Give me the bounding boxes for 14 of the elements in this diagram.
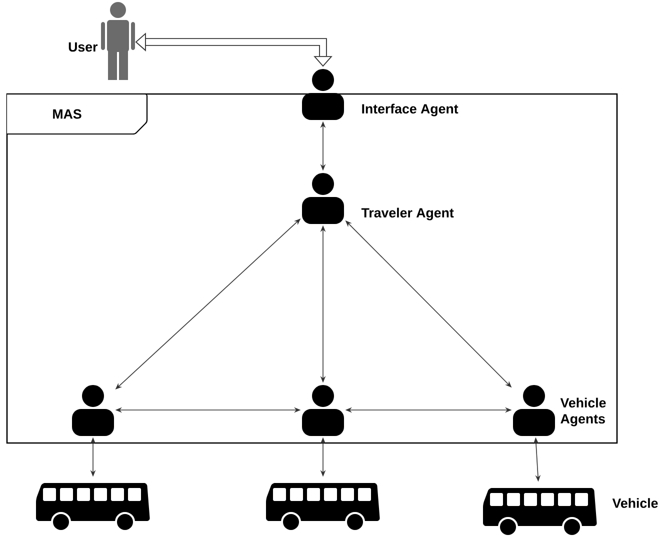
node-label: User (68, 42, 98, 52)
user-figure (101, 2, 135, 80)
bus-icon (483, 488, 597, 536)
group-label: Vehicle (612, 498, 658, 508)
bus-icon (266, 483, 380, 532)
node-label: Traveler Agent (361, 208, 454, 220)
agent-icon (302, 171, 344, 224)
agent-icon (72, 383, 114, 436)
agent-icon (302, 383, 344, 436)
group-label: Vehicle Agents (560, 398, 606, 426)
node-label: Interface Agent (362, 104, 458, 116)
agent-icon (513, 383, 555, 436)
bus-icon (36, 483, 150, 532)
agent-icon (302, 67, 344, 120)
